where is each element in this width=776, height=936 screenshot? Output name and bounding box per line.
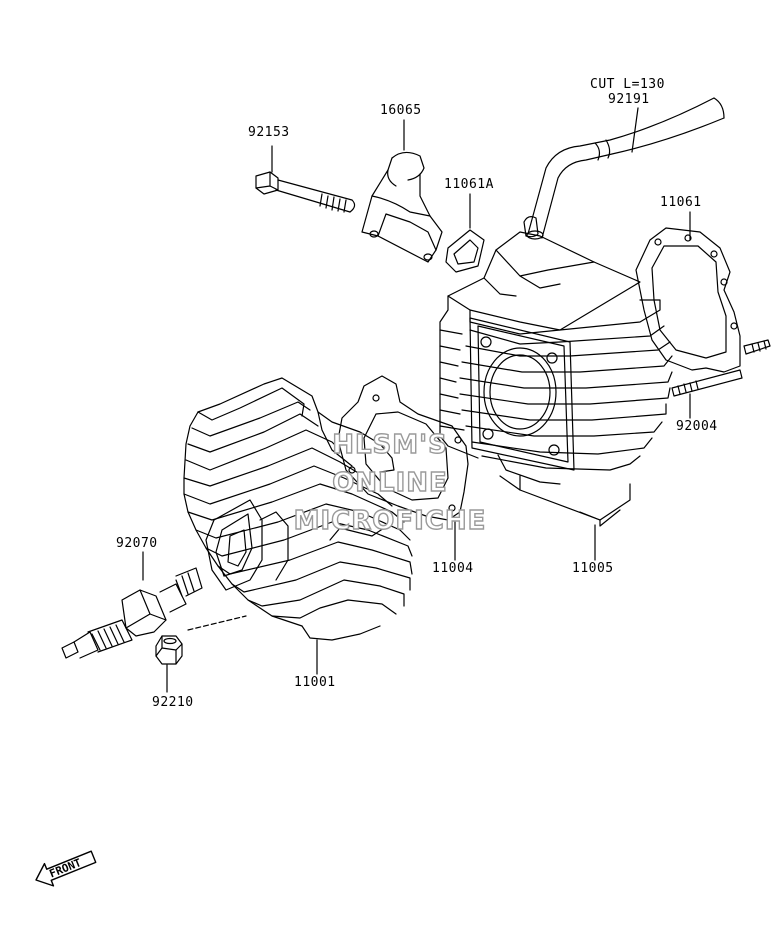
part-label-11001: 11001	[294, 675, 336, 690]
bolt-92153	[255, 171, 356, 213]
gasket-11061	[635, 227, 741, 373]
intake-16065	[361, 151, 443, 263]
part-label-11005: 11005	[572, 561, 614, 576]
studs-92004	[671, 339, 771, 397]
nut-92210	[155, 635, 183, 665]
gasket-11004	[337, 375, 469, 521]
leader-lines	[142, 107, 691, 693]
cut-length-label: CUT L=130	[590, 77, 665, 92]
breather-hose-92191	[526, 97, 725, 240]
front-arrow-icon	[35, 850, 97, 887]
watermark-line-1: HLSM'S	[331, 429, 448, 460]
part-label-11061: 11061	[660, 195, 702, 210]
part-label-92004: 92004	[676, 419, 718, 434]
spark-plug-92070	[61, 567, 203, 659]
part-label-11061A: 11061A	[444, 177, 494, 192]
watermark-line-3: MICROFICHE	[293, 505, 487, 536]
part-label-92070: 92070	[116, 536, 158, 551]
cylinder-11005	[439, 216, 673, 527]
part-label-92191: 92191	[608, 92, 650, 107]
gasket-11061A	[445, 229, 485, 273]
part-label-92153: 92153	[248, 125, 290, 140]
part-label-11004: 11004	[432, 561, 474, 576]
part-label-92210: 92210	[152, 695, 194, 710]
part-label-16065: 16065	[380, 103, 422, 118]
cylinder-head-11001	[183, 377, 413, 641]
watermark-line-2: ONLINE	[331, 467, 448, 498]
